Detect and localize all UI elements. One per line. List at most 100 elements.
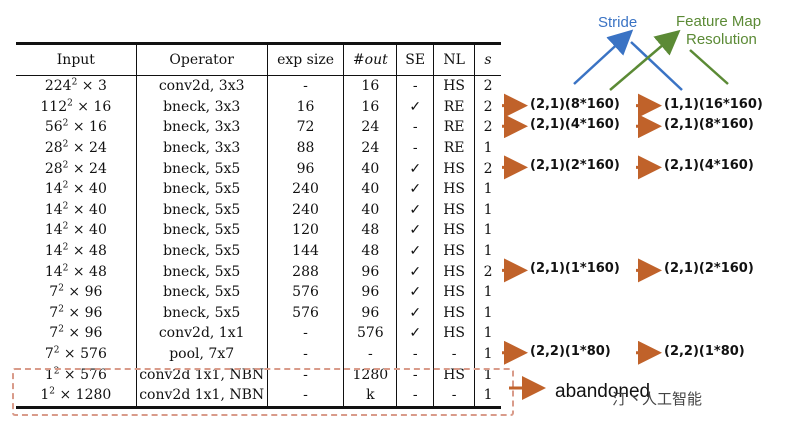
times-symbol: × — [63, 284, 85, 301]
feature-map-legend-line1: Feature Map — [676, 13, 762, 30]
watermark: 汀丶人工智能 — [612, 390, 703, 408]
cell-input: 72 × 96 — [16, 323, 136, 344]
header-s: s — [474, 42, 501, 76]
times-symbol: × — [68, 201, 90, 218]
header-nl: NL — [433, 42, 475, 76]
cell-operator: bneck, 3x3 — [135, 137, 268, 159]
cell-exp-size: 72 — [266, 117, 344, 138]
cell-exp-size: 288 — [266, 261, 344, 282]
cell-se: ✓ — [396, 302, 434, 324]
cell-s: 1 — [474, 220, 501, 241]
cell-operator: bneck, 5x5 — [135, 261, 268, 282]
times-symbol: × — [77, 78, 98, 95]
input-exponent: 2 — [62, 242, 69, 253]
input-base: 28 — [44, 140, 63, 157]
input-channels: 48 — [89, 243, 107, 260]
annotation-before: (2,1)(8*160) — [530, 96, 620, 112]
times-symbol: × — [68, 140, 90, 157]
cell-operator: bneck, 5x5 — [135, 240, 268, 262]
feature-map-legend-line2: Resolution — [686, 31, 757, 48]
stride-line-left — [573, 29, 634, 85]
input-exponent: 2 — [53, 345, 60, 356]
input-channels: 40 — [89, 201, 107, 218]
input-base: 14 — [44, 201, 63, 218]
input-exponent: 2 — [62, 221, 69, 232]
cell-exp-size: 88 — [266, 137, 344, 159]
annotation-after: (2,1)(4*160) — [664, 158, 754, 174]
input-channels: 40 — [89, 181, 107, 198]
cell-out: 48 — [343, 220, 397, 241]
input-base: 14 — [44, 222, 63, 239]
cell-s: 2 — [474, 117, 501, 138]
cell-se: - — [396, 75, 434, 97]
input-base: 56 — [44, 119, 63, 136]
cell-s: 2 — [474, 158, 501, 179]
cell-out: k — [343, 384, 397, 409]
input-channels: 1280 — [75, 387, 112, 404]
input-channels: 3 — [97, 78, 107, 95]
cell-s: 1 — [474, 178, 501, 200]
table-header-row: Input Operator exp size #out SE NL s — [16, 42, 501, 76]
cell-out: 96 — [343, 302, 397, 324]
cell-exp-size: 16 — [266, 96, 344, 118]
header-out: #out — [343, 42, 397, 76]
cell-out: 24 — [343, 117, 397, 138]
cell-nl: HS — [433, 302, 475, 324]
cell-operator: bneck, 5x5 — [135, 220, 268, 241]
cell-s: 1 — [474, 199, 501, 221]
cell-exp-size: - — [266, 384, 344, 409]
input-channels: 96 — [84, 325, 103, 342]
cell-input: 282 × 24 — [16, 138, 136, 159]
header-input: Input — [16, 42, 137, 76]
cell-nl: HS — [433, 178, 475, 200]
cell-input: 142 × 40 — [16, 220, 136, 241]
input-base: 7 — [49, 304, 59, 321]
input-exponent: 2 — [62, 262, 69, 273]
stride-legend-label: Stride — [598, 14, 638, 31]
cell-out: 16 — [343, 96, 397, 118]
cell-s: 1 — [474, 281, 501, 303]
cell-se: ✓ — [396, 96, 434, 118]
cell-se: - — [396, 137, 434, 159]
cell-input: 12 × 576 — [16, 364, 136, 385]
annotation-before: (2,1)(4*160) — [530, 117, 620, 133]
header-se: SE — [396, 42, 434, 76]
cell-se: ✓ — [396, 220, 434, 241]
input-exponent: 2 — [58, 304, 64, 315]
cell-out: 576 — [343, 323, 397, 344]
cell-s: 1 — [474, 240, 501, 262]
cell-out: 40 — [343, 199, 397, 221]
stride-line-right — [630, 41, 683, 91]
annotation-before: (2,2)(1*80) — [530, 343, 611, 359]
cell-se: ✓ — [396, 199, 434, 221]
cell-exp-size: - — [266, 323, 344, 344]
cell-out: 40 — [343, 178, 397, 200]
cell-operator: bneck, 5x5 — [135, 158, 268, 179]
cell-operator: bneck, 3x3 — [135, 96, 268, 118]
input-base: 7 — [44, 346, 54, 363]
cell-nl: - — [433, 384, 475, 409]
times-symbol: × — [63, 304, 85, 321]
fmr-line-right — [689, 49, 729, 85]
cell-exp-size: 144 — [266, 240, 344, 262]
cell-nl: RE — [433, 137, 475, 159]
times-symbol: × — [68, 181, 90, 198]
cell-input: 142 × 40 — [16, 179, 136, 200]
cell-out: - — [343, 343, 397, 365]
input-base: 1 — [44, 366, 54, 383]
input-channels: 576 — [80, 346, 107, 363]
annotation-after: (2,1)(8*160) — [664, 117, 754, 133]
cell-out: 24 — [343, 137, 397, 159]
abandoned-layers-dashed-box — [12, 368, 514, 416]
cell-input: 142 × 48 — [16, 241, 136, 262]
